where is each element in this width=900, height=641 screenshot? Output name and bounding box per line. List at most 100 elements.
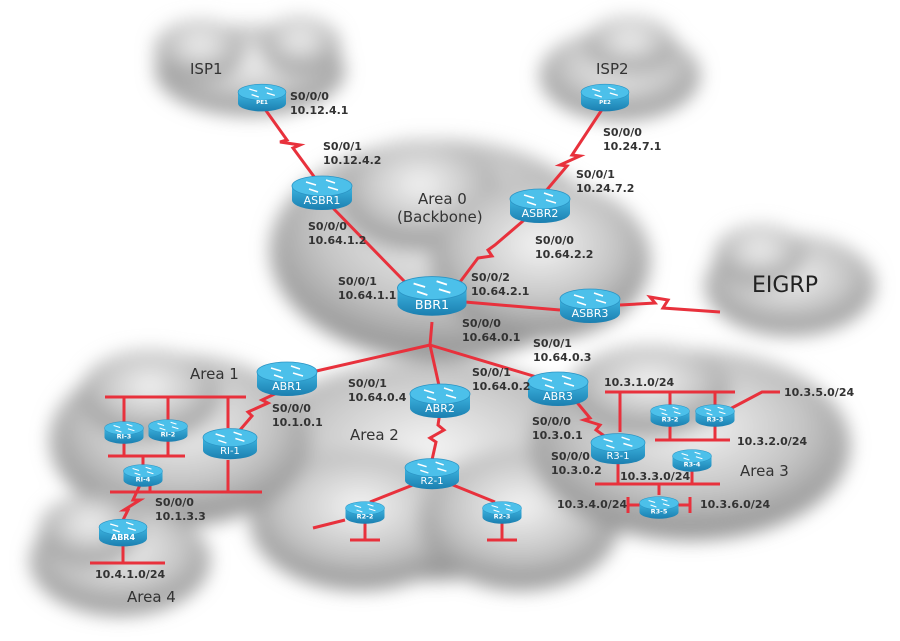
ip-label: 10.64.0.2 <box>472 380 530 393</box>
router-asbr2[interactable]: ASBR2 <box>509 188 571 224</box>
link-bbr1-asbr3 <box>464 300 561 312</box>
router-r1-3[interactable]: RI-3 <box>103 421 145 445</box>
router-r3-3[interactable]: R3-3 <box>694 404 736 428</box>
lan-area3-segments <box>595 390 780 513</box>
router-label: PE1 <box>256 100 268 106</box>
network-label: 10.3.1.0/24 <box>604 376 674 389</box>
link-hub-abr3 <box>429 343 541 380</box>
ip-label: 10.24.7.2 <box>576 182 634 195</box>
router-r1-4[interactable]: RI-4 <box>122 464 164 488</box>
link-bbr1-hub <box>428 321 434 346</box>
router-r1-1[interactable]: RI-1 <box>202 427 258 460</box>
if-label: S0/0/0 <box>308 220 347 233</box>
router-label: ASBR3 <box>572 307 609 320</box>
link-abr1-r1-1 <box>238 388 284 431</box>
area-label-area4: Area 4 <box>127 588 176 606</box>
network-label: 10.3.6.0/24 <box>700 498 770 511</box>
ip-label: 10.64.1.1 <box>338 289 396 302</box>
router-abr3[interactable]: ABR3 <box>527 371 589 407</box>
clouds <box>30 17 875 615</box>
area-label-isp2: ISP2 <box>596 60 629 78</box>
router-label: BBR1 <box>415 297 449 312</box>
router-r3-2[interactable]: R3-2 <box>649 404 691 428</box>
ip-label: 10.64.2.1 <box>471 285 529 298</box>
ip-label: 10.12.4.1 <box>290 104 348 117</box>
router-label: ASBR2 <box>522 207 559 220</box>
router-label: R3-3 <box>707 416 724 424</box>
router-label: R3-2 <box>662 416 679 424</box>
interface-labels: S0/0/0 10.12.4.1 S0/0/1 10.12.4.2 S0/0/0… <box>95 90 854 581</box>
link-r1-4-abr4 <box>118 484 146 521</box>
ip-label: 10.64.2.2 <box>535 248 593 261</box>
cloud-eigrp <box>705 225 875 335</box>
if-label: S0/0/0 <box>532 415 571 428</box>
router-label: RI-2 <box>161 431 176 439</box>
area-label-area2: Area 2 <box>350 426 399 444</box>
link-abr3-r3-1 <box>573 399 611 442</box>
router-label: ASBR1 <box>304 194 341 207</box>
router-label: ABR2 <box>425 402 455 415</box>
ip-label: 10.3.0.1 <box>532 429 583 442</box>
router-label: R3-4 <box>684 461 701 469</box>
link-hub-abr1 <box>311 343 431 374</box>
link-pe1-asbr1 <box>260 104 320 183</box>
router-label: R3-1 <box>606 451 629 462</box>
ip-label: 10.64.0.4 <box>348 391 407 404</box>
router-r2-1[interactable]: R2-1 <box>404 457 460 490</box>
ip-label: 10.3.0.2 <box>551 464 602 477</box>
link-asbr1-bbr1 <box>328 203 407 284</box>
network-label: 10.3.4.0/24 <box>557 498 627 511</box>
router-asbr1[interactable]: ASBR1 <box>291 175 353 211</box>
lan-area2-segments <box>312 481 517 542</box>
router-abr4[interactable]: ABR4 <box>98 518 148 548</box>
router-asbr3[interactable]: ASBR3 <box>559 288 621 324</box>
if-label: S0/0/0 <box>155 496 194 509</box>
router-label: R3-5 <box>651 508 668 516</box>
ip-label: 10.64.1.2 <box>308 234 366 247</box>
ip-label: 10.24.7.1 <box>603 140 661 153</box>
router-label: R2-2 <box>357 513 374 521</box>
router-pe2[interactable]: PE2 <box>580 83 630 113</box>
router-label: R2-3 <box>494 513 511 521</box>
router-r3-5[interactable]: R3-5 <box>638 496 680 520</box>
router-r3-1[interactable]: R3-1 <box>590 432 646 465</box>
router-r3-4[interactable]: R3-4 <box>671 449 713 473</box>
if-label: S0/0/1 <box>576 168 615 181</box>
link-asbr3-eigrp <box>619 294 721 314</box>
router-abr2[interactable]: ABR2 <box>409 383 471 419</box>
network-label: 10.3.3.0/24 <box>620 470 690 483</box>
router-r1-2[interactable]: RI-2 <box>147 419 189 443</box>
router-bbr1[interactable]: BBR1 <box>396 275 468 317</box>
link-hub-abr2 <box>428 344 442 391</box>
router-r2-2[interactable]: R2-2 <box>344 501 386 525</box>
cloud-isp2 <box>540 17 700 120</box>
network-label: 10.3.5.0/24 <box>784 386 854 399</box>
link-abr2-r2-1 <box>427 411 447 461</box>
ip-label: 10.12.4.2 <box>323 154 381 167</box>
if-label: S0/0/0 <box>462 317 501 330</box>
router-label: ABR4 <box>111 533 135 542</box>
routers: PE1 PE2 ASBR1 ASBR2 BBR1 ASBR3 ABR1 ABR2… <box>98 83 736 548</box>
area-label-backbone: (Backbone) <box>397 208 483 226</box>
if-label: S0/0/0 <box>290 90 329 103</box>
router-label: ABR3 <box>543 390 573 403</box>
ip-label: 10.1.0.1 <box>272 416 323 429</box>
if-label: S0/0/2 <box>471 271 510 284</box>
if-label: S0/0/0 <box>603 126 642 139</box>
link-asbr2-bbr1 <box>458 213 531 283</box>
cloud-area3 <box>530 345 850 540</box>
router-label: RI-1 <box>220 446 240 457</box>
ip-label: 10.64.0.3 <box>533 351 591 364</box>
area-label-isp1: ISP1 <box>190 60 223 78</box>
router-label: ABR1 <box>272 380 302 393</box>
network-label: 10.3.2.0/24 <box>737 435 807 448</box>
router-r2-3[interactable]: R2-3 <box>481 501 523 525</box>
router-label: RI-4 <box>136 476 151 484</box>
router-label: R2-1 <box>420 476 443 487</box>
router-pe1[interactable]: PE1 <box>237 83 287 113</box>
router-label: RI-3 <box>117 433 132 441</box>
router-abr1[interactable]: ABR1 <box>256 361 318 397</box>
area-label-area0: Area 0 <box>418 190 467 208</box>
